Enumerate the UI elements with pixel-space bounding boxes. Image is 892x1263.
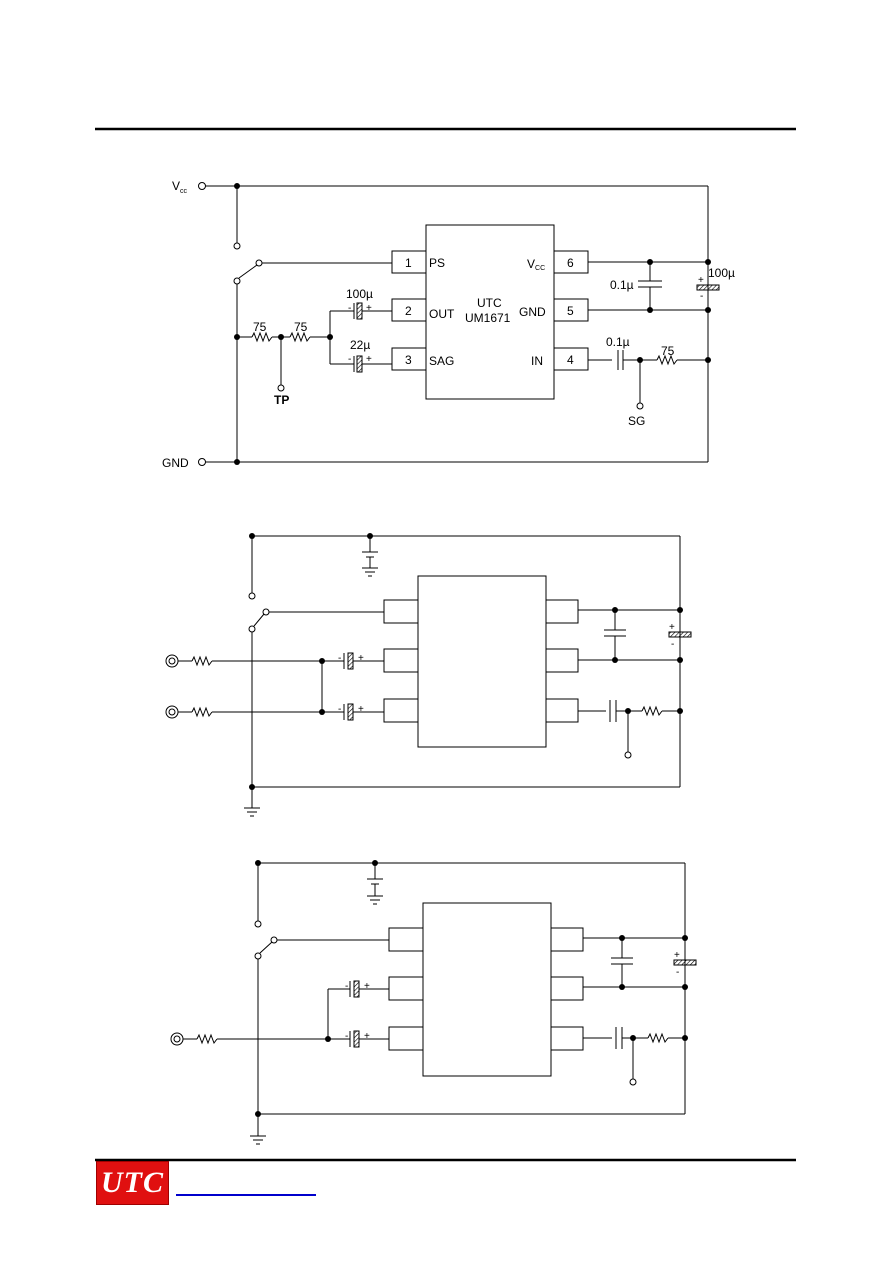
c3-cap2-plus: + [364, 1031, 370, 1042]
c3-bulk-plus: + [674, 950, 680, 961]
ic-name-line2: UM1671 [465, 311, 511, 325]
circuit-3 [170, 862, 697, 1145]
c3-cap1-minus: - [345, 981, 348, 992]
circuit-2 [165, 535, 692, 817]
cap-in-label: 0.1µ [606, 335, 630, 349]
cap-out-label: 100µ [346, 287, 373, 301]
vcc-label: Vcc [172, 179, 188, 195]
c2-cap2-plus: + [358, 704, 364, 715]
pin-6-number: 6 [567, 256, 574, 270]
cap-vcc-label: 0.1µ [610, 278, 634, 292]
cap-out-minus: - [348, 303, 351, 314]
pin-4-name: IN [531, 354, 543, 368]
vcc-terminal [198, 182, 206, 190]
c3-cap1-plus: + [364, 981, 370, 992]
cap-out-plus: + [366, 303, 372, 314]
ic-name-line1: UTC [477, 296, 502, 310]
c2-bulk-minus: - [671, 639, 674, 650]
tp-terminal [277, 384, 285, 392]
cap-bulk-minus: - [700, 291, 703, 302]
pin-3-number: 3 [405, 353, 412, 367]
circuit-3-junctions [255, 860, 688, 1117]
tp-label: TP [274, 393, 289, 407]
c3-cap2-minus: - [345, 1031, 348, 1042]
resistor-r1-label: 75 [253, 320, 267, 334]
resistor-r3-label: 75 [661, 344, 675, 358]
c2-cap2-minus: - [338, 704, 341, 715]
pin-5-number: 5 [567, 304, 574, 318]
pin-6-name: VCC [527, 257, 545, 272]
sg-terminal [636, 402, 644, 410]
circuit-1-junctions [234, 183, 711, 465]
utc-logo: UTC [96, 1161, 169, 1205]
gnd-label: GND [162, 456, 189, 470]
cap-bulk-plus: + [698, 275, 704, 286]
circuit-2-junctions [249, 533, 683, 790]
pin-1-name: PS [429, 256, 445, 270]
cap-bulk-label: 100µ [708, 266, 735, 280]
pin-5-name: GND [519, 305, 546, 319]
c2-cap1-plus: + [358, 653, 364, 664]
c2-cap1-minus: - [338, 653, 341, 664]
pin-4-number: 4 [567, 353, 574, 367]
cap-sag-plus: + [366, 354, 372, 365]
c3-bulk-minus: - [676, 967, 679, 978]
resistor-r2-label: 75 [294, 320, 308, 334]
pin-3-name: SAG [429, 354, 454, 368]
circuit-1 [198, 182, 720, 466]
sg-label: SG [628, 414, 645, 428]
pin-1-number: 1 [405, 256, 412, 270]
c2-bulk-plus: + [669, 622, 675, 633]
cap-sag-label: 22µ [350, 338, 370, 352]
website-link[interactable] [176, 1194, 316, 1196]
pin-2-number: 2 [405, 304, 412, 318]
gnd-terminal [198, 458, 206, 466]
pin-2-name: OUT [429, 307, 455, 321]
cap-sag-minus: - [348, 354, 351, 365]
